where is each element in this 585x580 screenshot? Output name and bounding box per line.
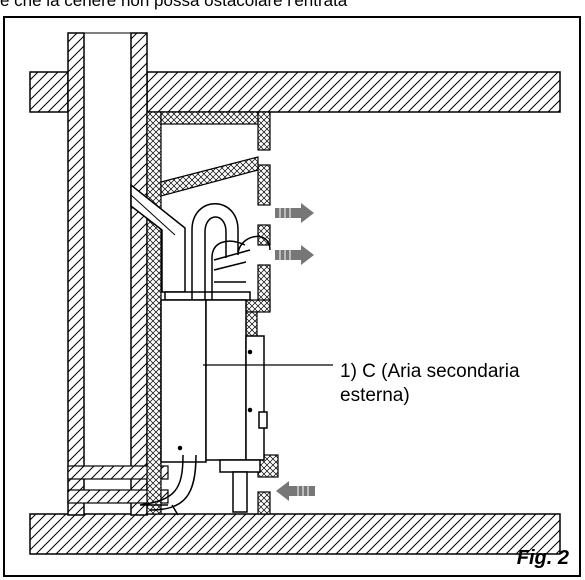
outflow-arrow-lower (275, 245, 314, 265)
callout-label-line2: esterna) (340, 385, 410, 406)
heat-deflector (160, 156, 259, 197)
floor-slab (29, 513, 561, 555)
inflow-arrow (276, 481, 315, 501)
cropped-header-text: e che la cenere non possa ostacolare l'e… (0, 0, 348, 10)
ceiling-slab (29, 71, 561, 113)
insulation-wall-left (146, 111, 162, 515)
chimney-flue (67, 32, 148, 516)
secondary-air-hose (139, 203, 271, 516)
insulation-hood-top (160, 111, 259, 125)
bottom-inlet-duct (67, 465, 169, 504)
figure-label: Fig. 2 (516, 547, 569, 569)
smoke-pipe (130, 183, 186, 293)
stove-body (160, 291, 268, 513)
outflow-arrow-upper (275, 203, 314, 223)
front-wall-with-grilles (244, 111, 279, 515)
callout-label-line1: 1) C (Aria secondaria (340, 361, 520, 382)
figure-frame (3, 16, 581, 577)
